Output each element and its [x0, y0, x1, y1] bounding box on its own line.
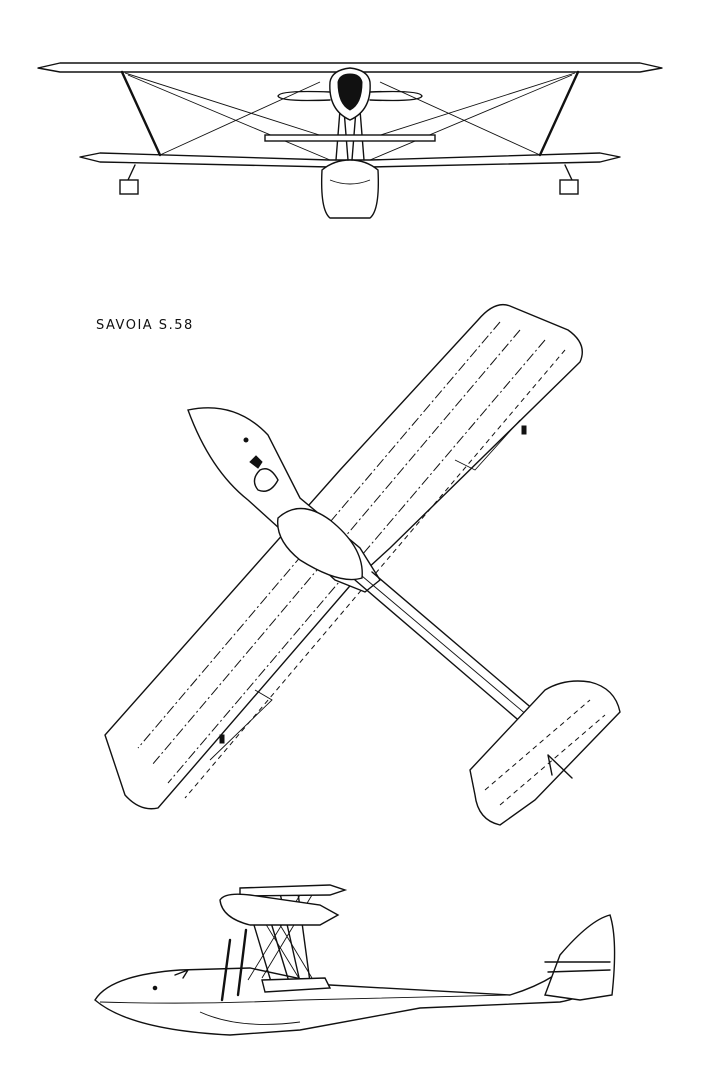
hull-chine: [99, 994, 511, 1004]
tailplane: [469, 680, 621, 826]
tail-boom-center: [361, 575, 541, 727]
lower-wing-side: [261, 977, 332, 993]
interplane-strut-left: [120, 70, 162, 157]
bracing-wires-2: [127, 74, 573, 161]
engine-side: [219, 893, 340, 926]
wing-float-left: [119, 179, 139, 195]
aircraft-title: SAVOIA S.58: [96, 318, 194, 333]
cockpit: [253, 468, 279, 492]
bracing-wires: [124, 72, 576, 156]
rudder: [547, 754, 573, 779]
aileron-hinge-2: [219, 734, 225, 744]
hull-porthole: [152, 985, 158, 991]
hull-side: [94, 943, 606, 1036]
tailplane-side: [544, 961, 611, 973]
hull-front: [320, 159, 380, 219]
wing-float-right: [559, 179, 579, 195]
cockpit-marker: [249, 455, 263, 469]
lower-wing: [79, 152, 621, 168]
cross-bracing: [247, 894, 313, 981]
engine-nacelle-top: [276, 507, 363, 581]
center-section-strut: [264, 134, 436, 142]
fin: [544, 914, 616, 1001]
upper-wing: [37, 62, 663, 73]
propeller-blades: [277, 90, 423, 102]
hull-detail: [243, 437, 249, 443]
aileron-hinge-1: [521, 425, 527, 435]
aileron-outline: [209, 419, 521, 761]
hull-step: [199, 1011, 301, 1025]
hull-line: [329, 179, 371, 185]
float-struts: [127, 164, 573, 181]
forward-struts: [220, 928, 248, 1002]
bow-fitting: [174, 969, 189, 979]
tail-boom: [354, 571, 549, 731]
upper-wing-side: [239, 884, 348, 897]
interplane-strut-right: [538, 70, 580, 157]
engine-cowl-dark: [337, 73, 363, 111]
cabane-struts: [244, 892, 311, 986]
